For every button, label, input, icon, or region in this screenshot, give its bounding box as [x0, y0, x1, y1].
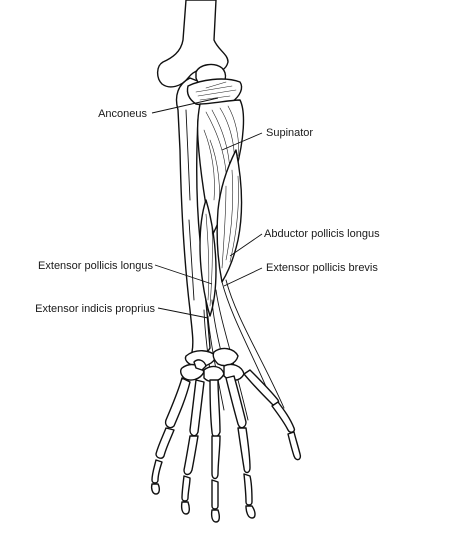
label-supinator: Supinator [266, 127, 313, 139]
leader-extensor-pollicis-brevis [223, 267, 263, 287]
label-extensor-indicis-proprius: Extensor indicis proprius [35, 303, 155, 315]
leader-anconeus [151, 97, 219, 114]
leader-abductor-pollicis-longus [229, 233, 263, 257]
label-extensor-pollicis-brevis: Extensor pollicis brevis [266, 262, 378, 274]
leader-lines [151, 97, 263, 319]
leader-extensor-indicis-proprius [157, 307, 209, 319]
phalanges [150, 401, 302, 523]
label-anconeus: Anconeus [98, 108, 147, 120]
carpal-bones [179, 347, 245, 383]
leader-supinator [221, 132, 263, 151]
extensor-pollicis-longus-muscle [199, 199, 217, 317]
leader-extensor-pollicis-longus [154, 264, 213, 285]
metacarpal-bones [164, 369, 280, 438]
label-extensor-pollicis-longus: Extensor pollicis longus [38, 260, 153, 272]
label-abductor-pollicis-longus: Abductor pollicis longus [264, 228, 380, 240]
labels: Anconeus Supinator Abductor pollicis lon… [35, 108, 380, 315]
